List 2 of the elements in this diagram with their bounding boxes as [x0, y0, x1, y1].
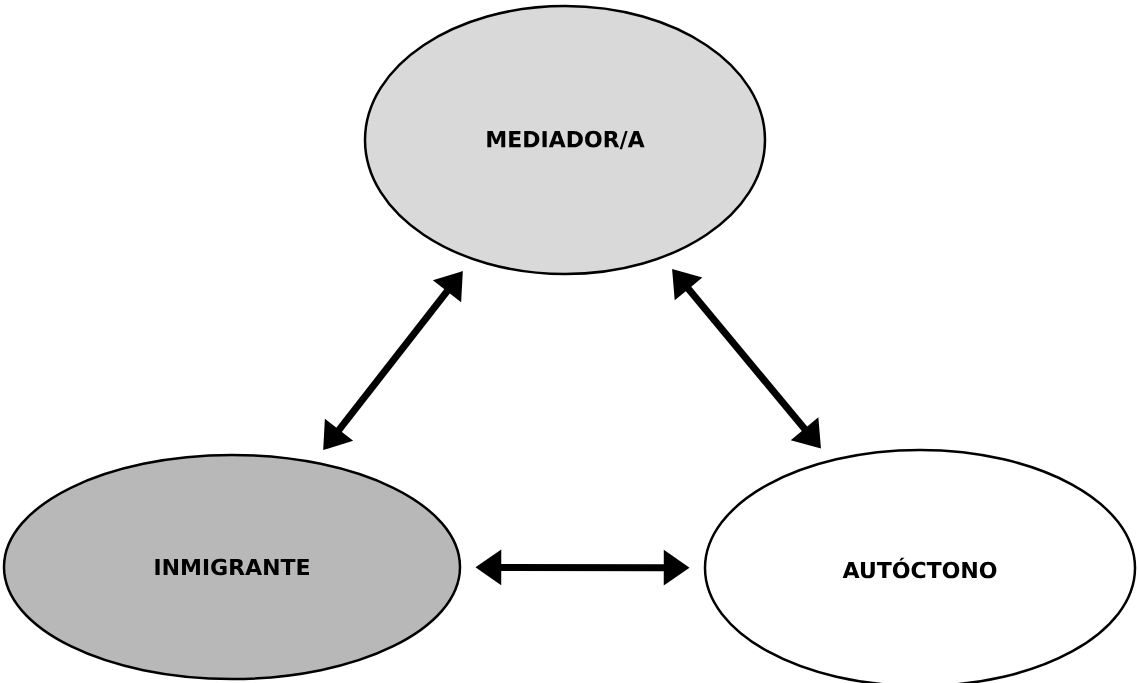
ellipse-node: MEDIADOR/A — [363, 4, 767, 276]
ellipse-node: INMIGRANTE — [2, 453, 462, 681]
